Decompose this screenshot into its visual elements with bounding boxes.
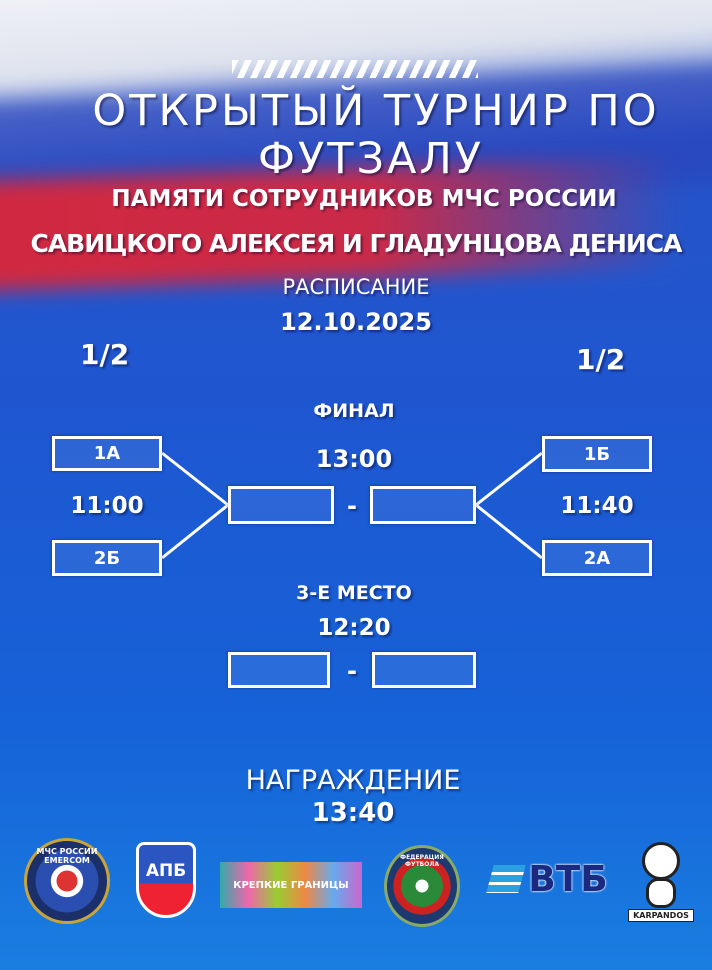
- schedule-date: 12.10.2025: [280, 308, 432, 336]
- final-separator: -: [347, 492, 357, 520]
- semifinal-right-team-top: 1Б: [542, 436, 652, 472]
- decorative-stripes: [232, 60, 478, 78]
- title-line-1: ОТКРЫТЫЙ ТУРНИР ПО: [92, 86, 660, 136]
- semifinal-left-team-bottom: 2Б: [52, 540, 162, 576]
- third-place-separator: -: [347, 657, 357, 685]
- award-time: 13:40: [311, 798, 395, 828]
- third-place-time: 12:20: [317, 615, 391, 641]
- title-line-2: ФУТЗАЛУ: [257, 134, 484, 184]
- sponsor-logo-karpandos: KARPANDOS: [628, 842, 694, 928]
- semifinal-left-team-top: 1А: [52, 436, 162, 471]
- sponsor-logo-vtb: ВТБ: [484, 856, 614, 902]
- vtb-stripes-icon: [486, 865, 527, 893]
- sponsor-logo-football-federation: ФЕДЕРАЦИЯ ФУТБОЛА: [384, 845, 460, 927]
- sponsor-logo-krepkie-granitsy: КРЕПКИЕ ГРАНИЦЫ: [220, 862, 362, 908]
- semifinal-right-stage: 1/2: [576, 343, 626, 376]
- semifinal-left-time: 11:00: [70, 493, 144, 519]
- panda-head-icon: [642, 842, 680, 880]
- final-team-left-box: [228, 486, 334, 524]
- award-label: НАГРАЖДЕНИЕ: [245, 765, 461, 796]
- schedule-label: РАСПИСАНИЕ: [282, 275, 430, 299]
- semifinal-right-team-bottom: 2А: [542, 540, 652, 576]
- subtitle-line-1: ПАМЯТИ СОТРУДНИКОВ МЧС РОССИИ: [111, 186, 617, 212]
- sponsor-logo-apb: АПБ: [136, 842, 196, 918]
- third-place-team-right-box: [372, 652, 476, 688]
- final-label: ФИНАЛ: [313, 400, 395, 422]
- subtitle-line-2: САВИЦКОГО АЛЕКСЕЯ И ГЛАДУНЦОВА ДЕНИСА: [30, 229, 682, 258]
- sponsor-logo-mchs: МЧС РОССИИ EMERCOM: [24, 838, 110, 924]
- third-place-label: 3-Е МЕСТО: [296, 582, 412, 604]
- final-team-right-box: [370, 486, 476, 524]
- final-time: 13:00: [315, 445, 393, 473]
- semifinal-left-stage: 1/2: [80, 338, 130, 371]
- third-place-team-left-box: [228, 652, 330, 688]
- semifinal-right-time: 11:40: [560, 493, 634, 519]
